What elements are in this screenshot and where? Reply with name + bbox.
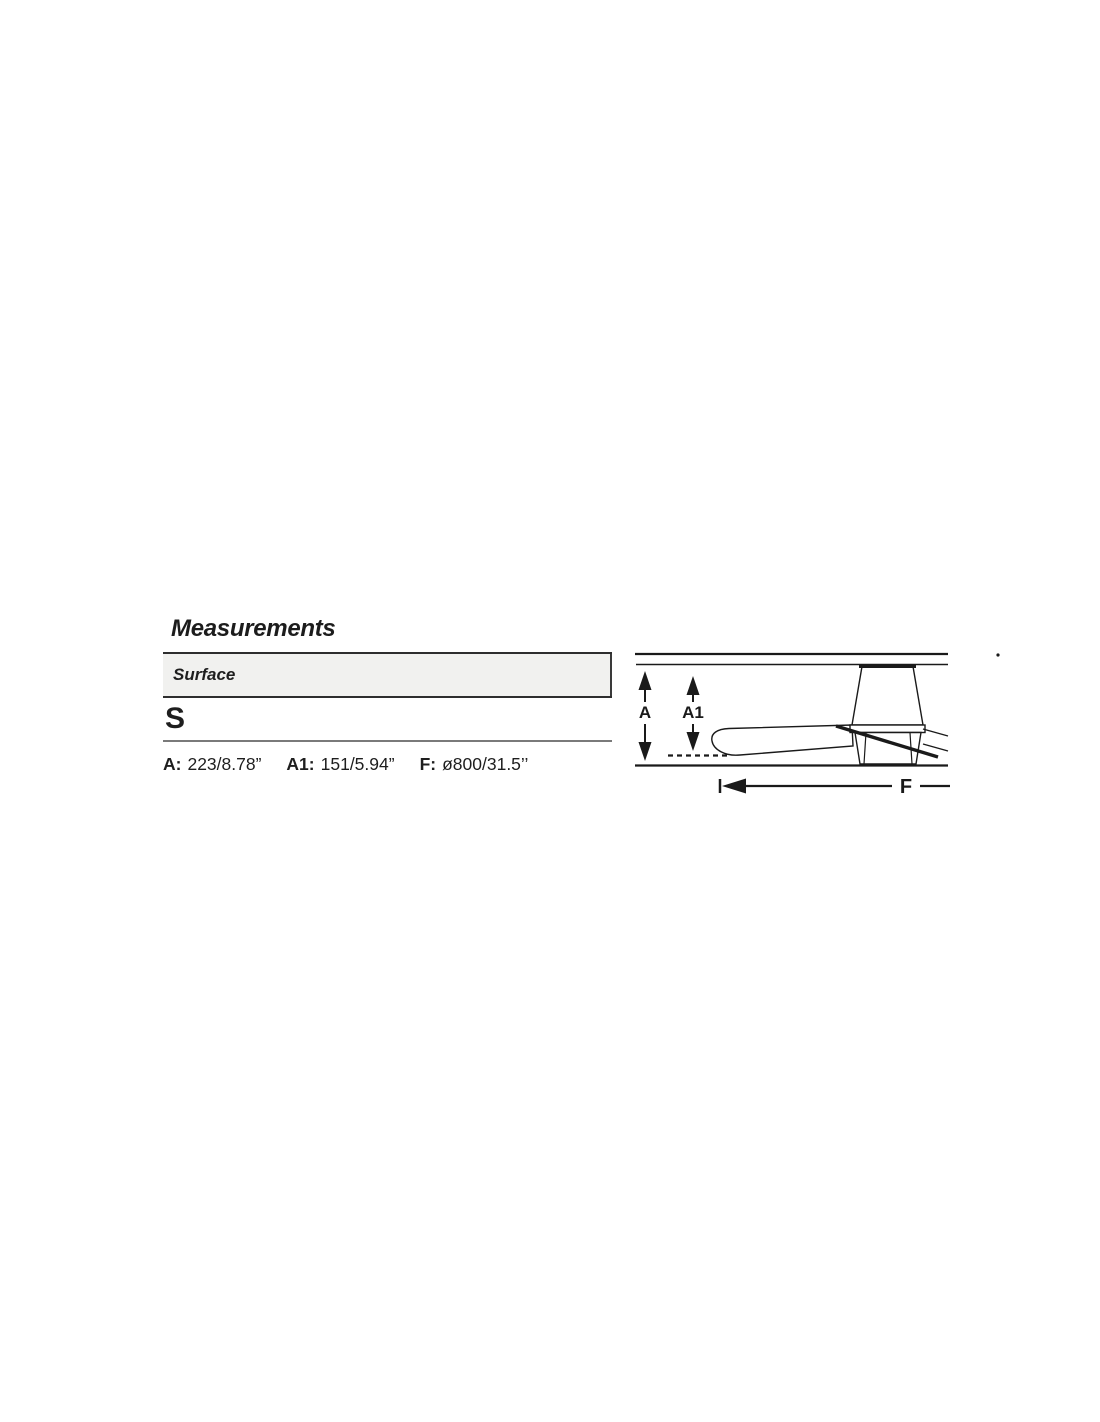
spec-f-label: F: <box>419 754 437 774</box>
table-mid-rule <box>163 696 612 698</box>
fan-right-blade-top-edge <box>922 728 949 737</box>
model-label: S <box>165 702 186 735</box>
measurements-table: Surface S A: 223/8.78” A1: 151/5.94” F: … <box>163 652 612 775</box>
table-header-row: Surface <box>163 654 612 696</box>
dimension-f-line <box>718 778 950 794</box>
stray-dot <box>996 653 1000 657</box>
spec-a-label: A: <box>163 754 182 774</box>
table-model-row: S <box>163 698 612 740</box>
spec-f-value: ø800/31.5’’ <box>442 754 529 774</box>
fan-motor-housing <box>851 665 924 726</box>
spec-a1-label: A1: <box>286 754 315 774</box>
spec-a-value: 223/8.78” <box>187 754 262 774</box>
dimension-a1-arrow <box>686 676 700 751</box>
fan-hub-ring <box>849 724 926 734</box>
table-header-label: Surface <box>173 665 236 684</box>
measurements-title: Measurements <box>171 615 336 642</box>
fan-housing-notch-left <box>863 732 867 765</box>
spec-a1-value: 151/5.94” <box>320 754 395 774</box>
dimension-a-label: A <box>639 703 651 722</box>
spec-a: A: 223/8.78” <box>163 754 261 775</box>
spec-a1: A1: 151/5.94” <box>286 754 394 775</box>
dimension-f-label: F <box>900 776 912 798</box>
fan-front-blade-edge <box>835 724 939 759</box>
fan-right-blade-bottom-edge <box>922 743 949 752</box>
fan-lower-housing <box>854 731 922 765</box>
fan-dimension-diagram: A A1 F <box>635 652 1000 798</box>
dimension-a1-label: A1 <box>682 703 704 722</box>
table-bottom-rule <box>163 740 612 742</box>
spec-values-row: A: 223/8.78” A1: 151/5.94” F: ø800/31.5’… <box>163 754 612 775</box>
fan-left-blade <box>711 724 854 756</box>
dimension-a-arrow <box>638 671 652 761</box>
table-top-rule <box>163 652 612 654</box>
spec-f: F: ø800/31.5’’ <box>420 754 529 775</box>
